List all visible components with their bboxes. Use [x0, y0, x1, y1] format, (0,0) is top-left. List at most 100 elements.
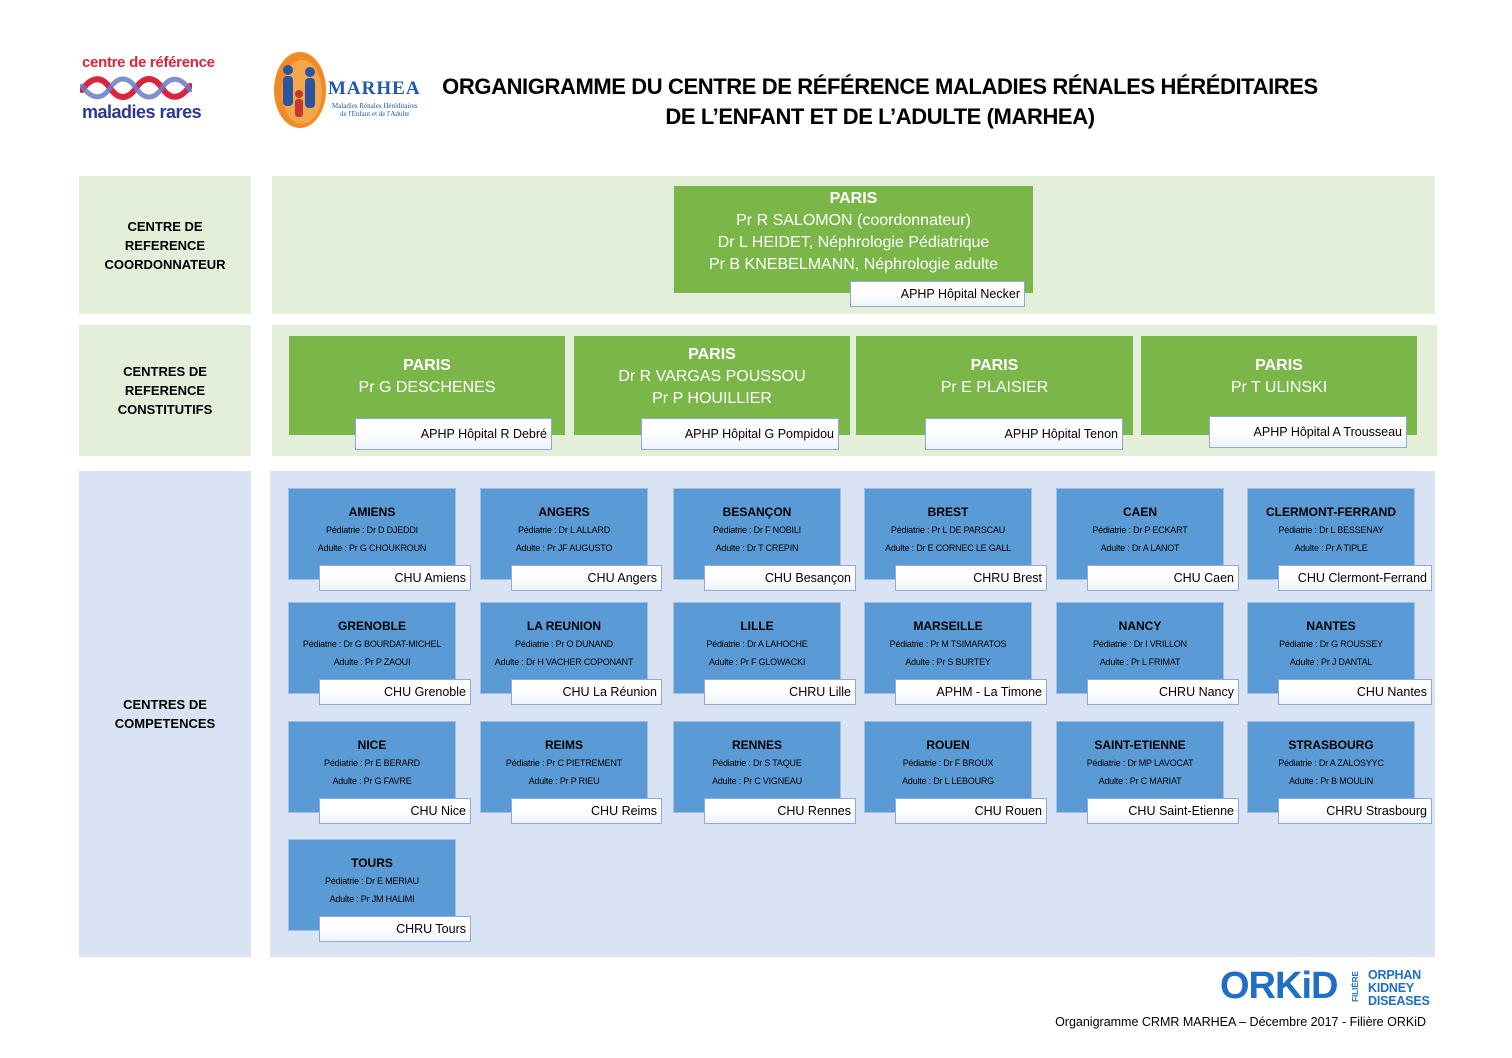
hospital-tag: CHU Amiens	[319, 565, 471, 591]
marhea-logo-word: MARHEA	[328, 78, 421, 99]
constitutive-city: PARIS	[688, 346, 736, 363]
competence-adulte: Adulte : Pr JF AUGUSTO	[515, 543, 613, 553]
hospital-tag: CHU Reims	[511, 798, 662, 824]
coordinator-line: Pr R SALOMON (coordonnateur)	[736, 212, 971, 229]
competence-adulte: Adulte : Pr JM HALIMI	[329, 894, 415, 904]
competence-city: ANGERS	[538, 505, 590, 519]
competence-adulte: Adulte : Pr J DANTAL	[1289, 657, 1373, 667]
competence-adulte: Adulte : Pr G FAVRE	[332, 776, 412, 786]
hospital-tag: CHRU Tours	[319, 916, 471, 942]
orkid-logo-word1: ORPHAN	[1368, 968, 1421, 982]
competence-pediatrie: Pédiatrie : Dr F BROUX	[902, 758, 994, 768]
constitutive-city: PARIS	[970, 357, 1019, 374]
competence-city: SAINT-ETIENNE	[1094, 738, 1186, 752]
page-title: ORGANIGRAMME DU CENTRE DE RÉFÉRENCE MALA…	[440, 72, 1320, 132]
hospital-tag: CHU Angers	[511, 565, 662, 591]
constitutive-line: Pr T ULINSKI	[1230, 379, 1328, 396]
competence-pediatrie: Pédiatrie : Dr MP LAVOCAT	[1086, 758, 1194, 768]
coordinator-city: PARIS	[829, 190, 878, 207]
constitutive-line: Dr R VARGAS POUSSOU	[618, 368, 806, 385]
competence-box: LILLE Pédiatrie : Dr A LAHOCHE Adulte : Pr…	[673, 602, 841, 694]
crmr-logo-line2: maladies rares	[82, 102, 202, 122]
competence-pediatrie: Pédiatrie : Dr E MERIAU	[325, 876, 419, 886]
competence-pediatrie: Pédiatrie : Dr G ROUSSEY	[1279, 639, 1383, 649]
competence-adulte: Adulte : Dr A LANOT	[1100, 543, 1180, 553]
hospital-tag: CHU Nantes	[1278, 679, 1432, 705]
hospital-tag-pompidou: APHP Hôpital G Pompidou	[641, 418, 839, 450]
hospital-tag: CHU Rouen	[895, 798, 1047, 824]
hospital-tag: CHU Saint-Etienne	[1087, 798, 1239, 824]
hospital-tag: CHRU Nancy	[1087, 679, 1239, 705]
orkid-logo-vertical: FILIÈRE	[1350, 971, 1360, 1002]
constitutive-line: Pr E PLAISIER	[940, 379, 1049, 396]
footer-caption: Organigramme CRMR MARHEA – Décembre 2017…	[1055, 1015, 1426, 1029]
competence-city: BESANÇON	[722, 505, 792, 519]
row-label-constitutifs: CENTRES DE REFERENCE CONSTITUTIFS	[79, 325, 251, 456]
page-title-line1: ORGANIGRAMME DU CENTRE DE RÉFÉRENCE MALA…	[442, 74, 1318, 99]
family-icon	[274, 52, 326, 128]
competence-adulte: Adulte : Pr C MARIAT	[1098, 776, 1182, 786]
competence-box: SAINT-ETIENNE Pédiatrie : Dr MP LAVOCAT Ad…	[1056, 721, 1224, 813]
orkid-logo-word2: KIDNEY	[1368, 981, 1415, 995]
orkid-logo: ORKiD FILIÈRE ORPHAN KIDNEY DISEASES	[1220, 966, 1430, 1008]
competence-city: NICE	[357, 738, 387, 752]
competence-pediatrie: Pédiatrie : Dr L BESSENAY	[1278, 525, 1384, 535]
competence-pediatrie: Pédiatrie : Dr S TAQUE	[712, 758, 802, 768]
coordinator-box: PARIS Pr R SALOMON (coordonnateur) Dr L …	[674, 186, 1033, 293]
competence-city: LA REUNION	[526, 619, 602, 633]
competence-adulte: Adulte : Pr L FRIMAT	[1099, 657, 1181, 667]
competence-box: REIMS Pédiatrie : Pr C PIETREMENT Adulte :…	[480, 721, 648, 813]
competence-pediatrie: Pédiatrie : Pr O DUNAND	[515, 639, 613, 649]
hospital-tag: CHU Clermont-Ferrand	[1278, 565, 1432, 591]
hospital-tag: CHU Besançon	[704, 565, 856, 591]
marhea-logo-sub1: Maladies Rénales Héréditaires	[332, 102, 418, 110]
hospital-tag: CHRU Lille	[704, 679, 856, 705]
hospital-tag: CHU Nice	[319, 798, 471, 824]
competence-adulte: Adulte : Dr T CREPIN	[715, 543, 799, 553]
competence-pediatrie: Pédiatrie : Dr G BOURDAT-MICHEL	[302, 639, 442, 649]
competence-pediatrie: Pédiatrie : Pr L DE PARSCAU	[890, 525, 1006, 535]
coordinator-line: Pr B KNEBELMANN, Néphrologie adulte	[708, 256, 999, 273]
competence-city: RENNES	[731, 738, 782, 752]
constitutive-line: Pr G DESCHENES	[358, 379, 496, 396]
competence-adulte: Adulte : Dr E CORNEC LE GALL	[885, 543, 1011, 553]
hospital-tag: CHU Rennes	[704, 798, 856, 824]
competence-adulte: Adulte : Dr L LEBOURG	[901, 776, 994, 786]
competence-adulte: Adulte : Pr S BURTEY	[905, 657, 991, 667]
crmr-ribbon-icon	[80, 76, 192, 100]
competence-box: NANTES Pédiatrie : Dr G ROUSSEY Adulte : P…	[1247, 602, 1415, 694]
competence-pediatrie: Pédiatrie : Dr L ALLARD	[517, 525, 611, 535]
competence-city: STRASBOURG	[1288, 738, 1374, 752]
competence-pediatrie: Pédiatrie : Dr A LAHOCHE	[706, 639, 808, 649]
competence-adulte: Adulte : Pr A TIPLE	[1294, 543, 1368, 553]
competence-city: REIMS	[544, 738, 583, 752]
competence-pediatrie: Pédiatrie : Pr C PIETREMENT	[505, 758, 623, 768]
competence-pediatrie: Pédiatrie : Dr A ZALOSYYC	[1278, 758, 1384, 768]
hospital-tag: APHM - La Timone	[895, 679, 1047, 705]
hospital-tag-debre: APHP Hôpital R Debré	[355, 418, 552, 450]
orkid-logo-word3: DISEASES	[1368, 994, 1430, 1008]
competence-city: TOURS	[351, 856, 393, 870]
competence-city: NANTES	[1306, 619, 1356, 633]
competence-adulte: Adulte : Pr F GLOWACKI	[708, 657, 806, 667]
constitutive-city: PARIS	[1255, 357, 1303, 374]
constitutive-city: PARIS	[403, 357, 451, 374]
coordinator-line: Dr L HEIDET, Néphrologie Pédiatrique	[717, 234, 990, 251]
competence-city: LILLE	[740, 619, 774, 633]
competence-city: GRENOBLE	[337, 619, 406, 633]
competences-panel	[270, 471, 1435, 957]
competence-adulte: Adulte : Pr B MOULIN	[1288, 776, 1374, 786]
competence-pediatrie: Pédiatrie : Dr D DJEDDI	[326, 525, 418, 535]
marhea-logo-sub2: de l'Enfant et de l'Adulte	[340, 110, 410, 118]
competence-adulte: Adulte : Pr P RIEU	[528, 776, 600, 786]
